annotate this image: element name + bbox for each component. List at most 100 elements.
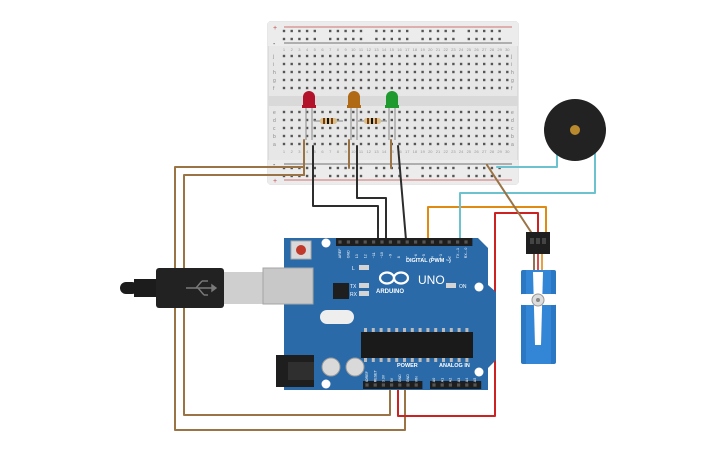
header-pin[interactable] — [372, 240, 376, 244]
header-pin[interactable] — [398, 383, 402, 387]
header-pin[interactable] — [397, 240, 401, 244]
header-pin[interactable] — [448, 383, 452, 387]
breadboard-hole — [483, 126, 486, 130]
header-pin[interactable] — [414, 383, 418, 387]
header-pin[interactable] — [414, 240, 418, 244]
wire-teal-buzzer-signal[interactable] — [459, 151, 596, 241]
breadboard-hole — [305, 142, 309, 146]
header-pin[interactable] — [355, 240, 359, 244]
breadboard-hole — [429, 70, 432, 74]
header-pin[interactable] — [432, 383, 436, 387]
digital-pin-header[interactable] — [336, 238, 473, 246]
breadboard-hole — [475, 126, 478, 130]
breadboard-hole — [305, 86, 309, 90]
breadboard-hole — [336, 54, 340, 58]
rail-hole — [336, 174, 340, 178]
column-number: 9 — [344, 47, 347, 52]
rail-hole — [490, 174, 494, 178]
header-pin[interactable] — [381, 383, 385, 387]
breadboard-hole — [506, 126, 509, 130]
column-number: 26 — [474, 149, 479, 154]
header-pin[interactable] — [456, 240, 460, 244]
header-pin[interactable] — [440, 383, 444, 387]
column-number: 16 — [397, 47, 402, 52]
pin-label: RX←0 — [464, 248, 468, 259]
green-led[interactable] — [385, 91, 399, 140]
header-pin[interactable] — [406, 383, 410, 387]
header-pin[interactable] — [473, 383, 477, 387]
rail-hole — [336, 29, 340, 33]
breadboard-hole — [313, 142, 316, 146]
header-pin[interactable] — [338, 240, 342, 244]
wire-orange-servo-signal[interactable] — [427, 206, 547, 241]
breadboard-hole — [290, 142, 293, 146]
power-pin-header[interactable] — [363, 381, 423, 389]
rail-minus-label-top: - — [273, 41, 276, 48]
piezo-buzzer[interactable] — [544, 99, 606, 161]
breadboard-hole — [421, 126, 424, 130]
red-led[interactable] — [302, 91, 316, 140]
header-pin[interactable] — [439, 240, 443, 244]
yellow-led[interactable] — [347, 91, 361, 140]
rail-hole — [452, 29, 455, 33]
column-number: 23 — [451, 47, 456, 52]
rail-hole — [290, 29, 293, 33]
breadboard-hole — [321, 134, 324, 138]
header-pin[interactable] — [464, 240, 468, 244]
header-pin[interactable] — [373, 383, 377, 387]
rail-hole — [406, 37, 409, 41]
micro-servo[interactable] — [517, 232, 560, 364]
row-letter: a — [511, 142, 514, 148]
breadboard-hole — [313, 54, 316, 58]
breadboard-hole — [352, 110, 355, 114]
breadboard-hole — [329, 78, 332, 82]
wire-brown-servo-ground[interactable] — [486, 164, 532, 233]
dc-power-jack-barrel — [288, 362, 314, 380]
header-pin[interactable] — [422, 240, 426, 244]
rail-hole — [313, 166, 316, 170]
resistor-2[interactable] — [358, 118, 387, 124]
arduino-uno-board[interactable]: L TX RX ON ARDUINO UNO DIGITAL (PWM ~) P… — [262, 238, 496, 390]
breadboard-hole — [444, 62, 447, 66]
breadboard-hole — [498, 126, 501, 130]
usb-cable[interactable] — [120, 268, 264, 308]
rail-hole — [498, 174, 501, 178]
column-number: 23 — [451, 149, 456, 154]
header-pin[interactable] — [365, 383, 369, 387]
wire-teal-buzzer-ground[interactable] — [496, 151, 558, 168]
analog-pin-header[interactable] — [430, 381, 482, 389]
header-pin[interactable] — [380, 240, 384, 244]
header-pin[interactable] — [457, 383, 461, 387]
column-number: 12 — [366, 47, 371, 52]
header-pin[interactable] — [388, 240, 392, 244]
breadboard-hole — [367, 86, 370, 90]
breadboard-hole — [305, 110, 309, 114]
header-pin[interactable] — [465, 383, 469, 387]
row-letter: b — [511, 134, 514, 140]
header-pin[interactable] — [405, 240, 409, 244]
rail-hole — [436, 37, 440, 41]
header-pin[interactable] — [430, 240, 434, 244]
breadboard-hole — [452, 62, 455, 66]
row-letter: c — [511, 126, 514, 132]
resistor-1[interactable] — [314, 118, 343, 124]
rail-hole — [329, 174, 332, 178]
breadboard-hole — [490, 126, 494, 130]
wire-black-led3-signal[interactable] — [397, 145, 407, 241]
usb-b-port[interactable] — [262, 267, 314, 305]
wire-black-led2-signal[interactable] — [356, 145, 387, 241]
breadboard-hole — [313, 110, 316, 114]
header-pin[interactable] — [447, 240, 451, 244]
header-pin[interactable] — [390, 383, 394, 387]
wire-black-led1-signal[interactable] — [312, 145, 379, 241]
pin-label: 4 — [431, 256, 435, 258]
rail-hole — [382, 37, 386, 41]
pin-label: A0 — [432, 378, 436, 382]
header-pin[interactable] — [346, 240, 350, 244]
rail-hole — [344, 174, 347, 178]
servo-horn[interactable] — [533, 272, 543, 345]
header-pin[interactable] — [363, 240, 367, 244]
row-letter: h — [511, 70, 514, 76]
capacitor-2 — [345, 357, 365, 377]
